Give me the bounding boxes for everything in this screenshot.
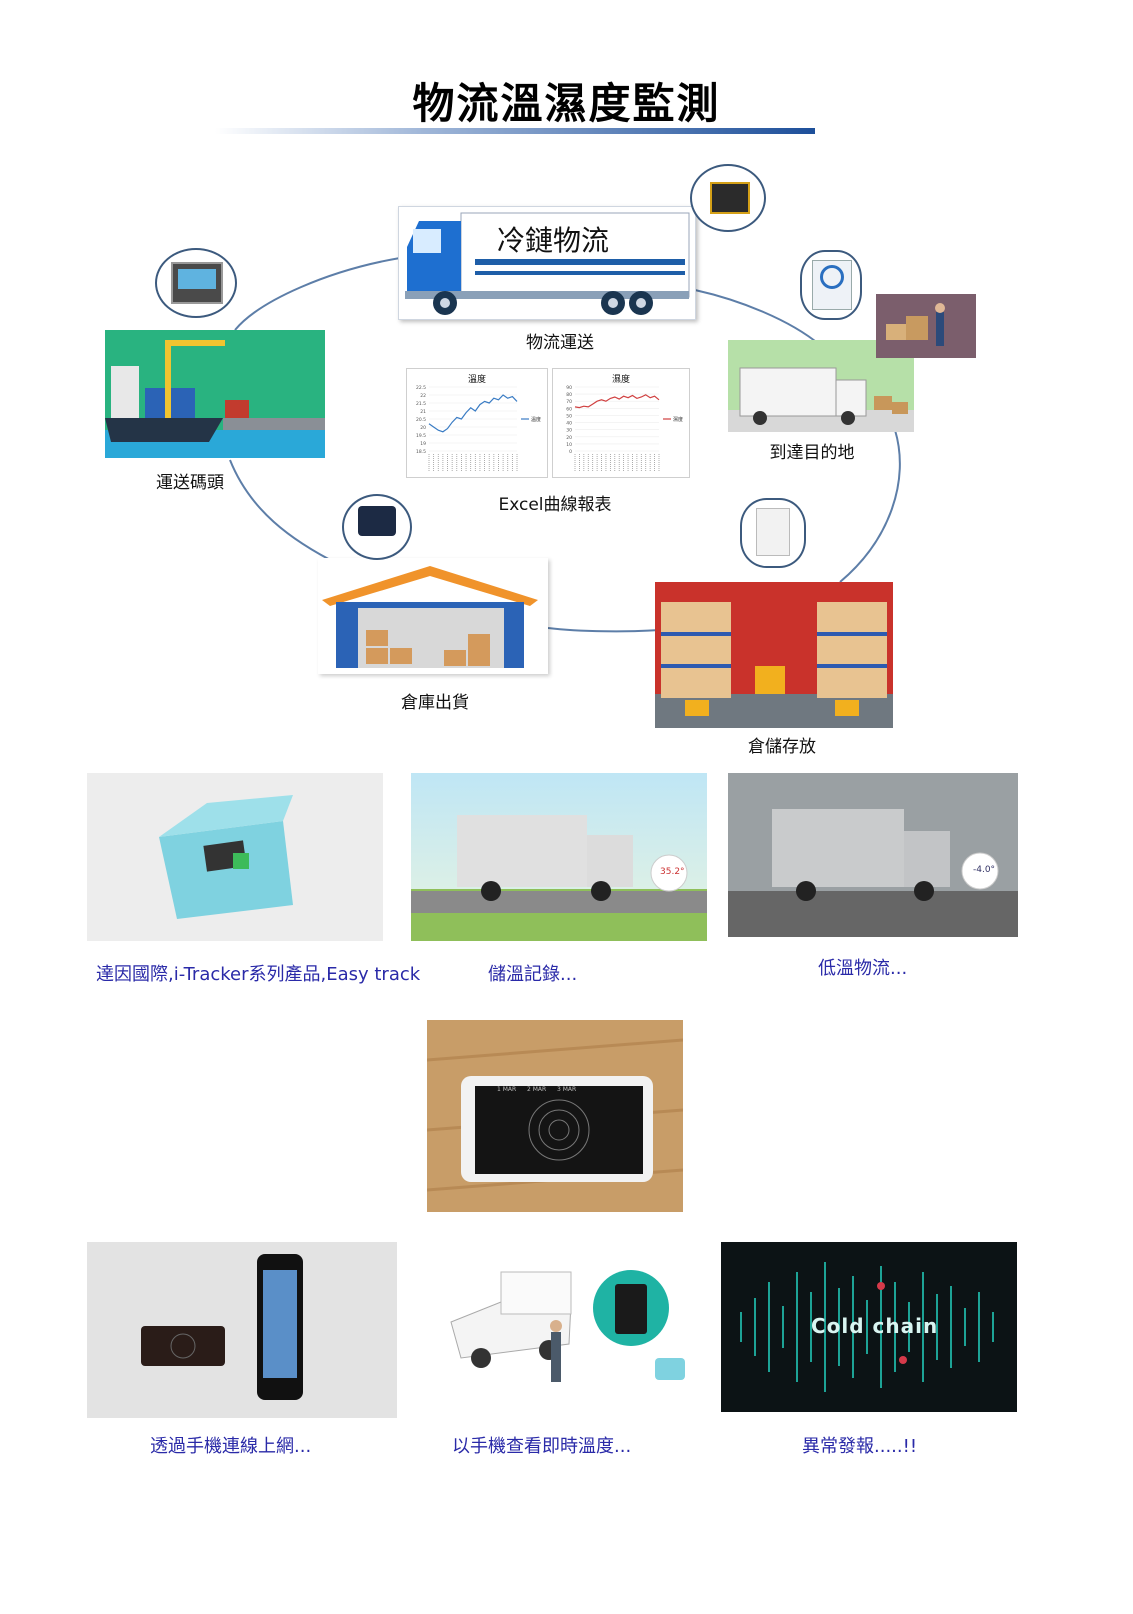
truck-frost-icon	[728, 773, 1018, 937]
page-title: 物流溫濕度監測	[412, 79, 721, 128]
photo-mobile-check	[441, 1262, 711, 1418]
caption-i-tracker: 達因國際,i-Tracker系列產品,Easy track	[96, 964, 421, 985]
title-underline	[215, 128, 815, 134]
delivery-van-icon	[728, 340, 914, 432]
photo-truck-cold: -4.0°	[728, 773, 1018, 937]
photo-alarm: Cold chain	[721, 1242, 1017, 1412]
recorder-bubble-storage	[740, 498, 806, 568]
waveform-icon	[721, 1242, 1017, 1412]
destination-photo	[876, 294, 976, 358]
cooler-box-icon	[87, 773, 383, 941]
storage-scene	[655, 582, 893, 728]
caption-phone-connect: 透過手機連線上網...	[150, 1436, 312, 1457]
boxes-icon	[876, 294, 976, 358]
temperature-badge-warm: 35.2°	[660, 867, 685, 877]
warehouse-icon	[322, 566, 538, 668]
pickup-phone-icon	[441, 1262, 711, 1418]
y-tick-label: 20	[566, 435, 572, 441]
y-tick-label: 90	[566, 385, 572, 391]
chart-temperature-plot: 22.5 22 21.5 21 20.5 20 19.5 19 18.5 溫度	[416, 385, 541, 471]
logger-box-icon	[358, 506, 396, 536]
y-tick-label: 30	[566, 428, 572, 434]
photo-phone-connect	[87, 1242, 397, 1418]
cold-chain-truck: 冷鏈物流	[398, 206, 696, 320]
temperature-recorder-card-icon	[812, 260, 852, 310]
label-port: 運送碼頭	[156, 473, 224, 493]
label-transport: 物流運送	[526, 333, 594, 353]
y-tick-label: 21	[420, 409, 426, 415]
y-tick-label: 40	[566, 421, 572, 427]
label-storage: 倉儲存放	[748, 737, 816, 757]
recorder-bubble-warehouse	[342, 494, 412, 560]
recorder-bubble-destination	[800, 250, 862, 320]
truck-icon	[405, 212, 690, 315]
phone-device-icon	[87, 1242, 397, 1418]
y-tick-label: 50	[566, 413, 572, 419]
chart-humidity-title: 濕度	[611, 375, 630, 385]
y-tick-label: 20.5	[416, 417, 426, 423]
truck-road-icon	[411, 773, 707, 941]
legend-label: 濕度	[673, 416, 683, 423]
y-tick-label: 60	[566, 406, 572, 412]
flow-ellipse	[229, 257, 901, 633]
caption-cold-logistics: 低溫物流...	[818, 958, 908, 979]
label-excel: Excel曲線報表	[498, 495, 612, 515]
chart-temperature-title: 溫度	[467, 375, 486, 385]
caption-storage-record: 儲溫記錄...	[488, 964, 578, 985]
port-scene	[105, 330, 325, 458]
y-tick-label: 10	[566, 442, 572, 448]
truck-sign: 冷鏈物流	[497, 224, 610, 257]
warehouse-scene	[318, 558, 548, 674]
cold-chain-overlay: Cold chain	[811, 1314, 939, 1338]
y-tick-label: 70	[566, 399, 572, 405]
caption-alarm: 異常發報.....!!	[802, 1436, 918, 1457]
y-tick-label: 18.5	[416, 449, 426, 455]
y-tick-label: 20	[420, 425, 426, 431]
recorder-bubble-port	[155, 248, 237, 318]
y-tick-label: 19.5	[416, 433, 426, 439]
storage-racks-icon	[655, 582, 893, 728]
y-tick-label: 80	[566, 392, 572, 398]
temperature-badge-cold: -4.0°	[973, 865, 996, 875]
chart-temperature: 溫度 22.5 22 21.5 21 20.5 20 19.5 19 18.5 溫度	[406, 368, 548, 478]
series-line	[428, 394, 518, 433]
y-tick-label: 22	[420, 393, 426, 399]
port-ship-icon	[105, 330, 325, 458]
series-line	[574, 394, 660, 409]
legend-label: 溫度	[531, 416, 541, 423]
y-tick-label: 21.5	[416, 401, 426, 407]
y-tick-label: 19	[420, 441, 426, 447]
label-warehouse: 倉庫出貨	[401, 693, 469, 713]
caption-mobile-temperature: 以手機查看即時溫度...	[452, 1436, 632, 1457]
recorder-bubble-truck	[690, 164, 766, 232]
device-date-1: 1 MAR	[497, 1086, 517, 1093]
photo-cooler-box	[87, 773, 383, 941]
device-date-3: 3 MAR	[557, 1086, 577, 1093]
y-tick-label: 22.5	[416, 385, 426, 391]
device-date-2: 2 MAR	[527, 1086, 547, 1093]
photo-truck-warm: 35.2°	[411, 773, 707, 941]
tracker-device-icon	[427, 1020, 683, 1212]
data-logger-icon	[710, 182, 750, 214]
pouch-logger-icon	[756, 508, 790, 556]
photo-tracker-device: 1 MAR 2 MAR 3 MAR	[427, 1020, 683, 1212]
y-tick-label: 0	[569, 449, 572, 455]
monitor-device-icon	[171, 262, 223, 304]
label-destination: 到達目的地	[769, 443, 855, 463]
